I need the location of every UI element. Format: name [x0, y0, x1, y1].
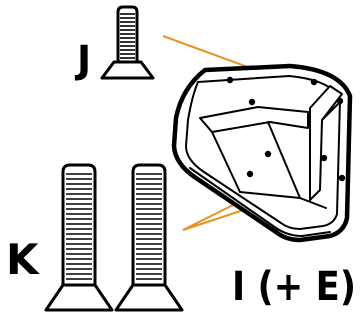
bracket-i — [174, 66, 350, 240]
screw-k-left — [46, 165, 112, 310]
screw-j — [102, 7, 153, 78]
label-i: I (+ E) — [232, 264, 356, 310]
label-j: J — [74, 38, 91, 82]
screw-k-right — [116, 165, 182, 310]
label-k: K — [6, 235, 40, 284]
